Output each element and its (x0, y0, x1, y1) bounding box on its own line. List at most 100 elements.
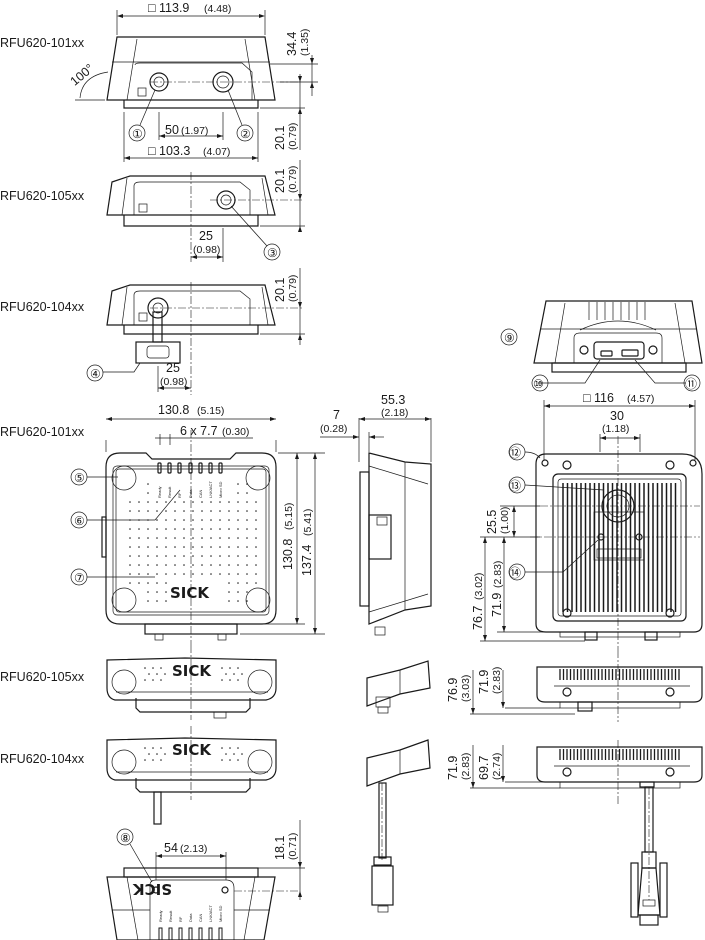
dot (210, 546, 212, 548)
dim-r105-719: 71.9 (477, 670, 491, 694)
dim-back-719-in: (2.83) (492, 561, 504, 588)
dot (237, 679, 239, 681)
callout-4: ④ (90, 367, 101, 381)
dot (165, 537, 167, 539)
led-label-bottom-rf: RF (178, 916, 183, 922)
dot (129, 564, 131, 566)
dim-conn-spacing-in: (1.97) (181, 125, 208, 137)
dot (192, 555, 194, 557)
dim-back-25-in: (1.00) (499, 507, 511, 534)
dot (147, 591, 149, 593)
led-label-bottom-ready: Ready (158, 910, 163, 922)
dot-pattern-104 (144, 747, 243, 761)
dot (138, 564, 140, 566)
dot (219, 501, 221, 503)
dot (237, 510, 239, 512)
dot (221, 667, 223, 669)
dot (221, 759, 223, 761)
dot (201, 573, 203, 575)
view-bottom: ⑧ 54 (2.13) SICK Ready Result RF Data CA… (106, 820, 305, 940)
dot (164, 673, 166, 675)
dot (255, 537, 257, 539)
dot (160, 759, 162, 761)
dot (201, 555, 203, 557)
dot (201, 501, 203, 503)
dot (156, 582, 158, 584)
dim-top-width-in: (4.48) (204, 3, 231, 15)
dot (246, 483, 248, 485)
dim-r104-719: 71.9 (446, 756, 460, 780)
dim-conn-spacing: 50 (165, 123, 179, 137)
led-label-bottom-can: CAN (198, 913, 203, 922)
dot (174, 564, 176, 566)
dot (219, 573, 221, 575)
dot (229, 747, 231, 749)
model-label-101: RFU620-101xx (0, 36, 85, 50)
dot (228, 573, 230, 575)
dot (174, 546, 176, 548)
dot (138, 510, 140, 512)
dot (129, 582, 131, 584)
dot (221, 747, 223, 749)
dot (129, 555, 131, 557)
dot (210, 501, 212, 503)
dot (255, 501, 257, 503)
dot (255, 564, 257, 566)
dim-side-7-in: (0.28) (320, 423, 347, 435)
dot (228, 591, 230, 593)
dot (165, 528, 167, 530)
dot (210, 528, 212, 530)
dot (147, 528, 149, 530)
view-side-small (366, 660, 431, 913)
dot (129, 501, 131, 503)
dot (192, 519, 194, 521)
dot (255, 555, 257, 557)
dot (148, 673, 150, 675)
dim-angle: 100° (68, 61, 97, 88)
dot (219, 510, 221, 512)
callout-6: ⑥ (74, 514, 85, 528)
dim-back-square-in: (4.57) (627, 393, 654, 405)
dot (210, 537, 212, 539)
dot (165, 564, 167, 566)
dim-base-width-in: (4.07) (203, 146, 230, 158)
led-label-micro-sd: Micro SD (218, 481, 223, 498)
dot (192, 501, 194, 503)
dot (156, 753, 158, 755)
callout-14: ⑭ (509, 566, 521, 580)
led-label-rf: RF (177, 492, 182, 498)
model-label-104-bottom: RFU620-104xx (0, 752, 85, 766)
dot (228, 564, 230, 566)
dot (144, 747, 146, 749)
callout-13: ⑬ (509, 479, 521, 493)
led-label-ready: Ready (157, 486, 162, 498)
dim-front-h2: 137.4 (300, 545, 314, 576)
dot (219, 537, 221, 539)
dot (165, 510, 167, 512)
dot (152, 679, 154, 681)
dim-off25-a: 25 (199, 229, 213, 243)
dim-h20-b-in: (0.79) (287, 166, 299, 193)
dot (201, 528, 203, 530)
dot (192, 546, 194, 548)
dot (165, 591, 167, 593)
led (158, 927, 163, 940)
view-back-top: ⑨ ⑩ ⑪ (500, 300, 703, 392)
dot (148, 753, 150, 755)
model-label-104-top: RFU620-104xx (0, 300, 85, 314)
dot (129, 537, 131, 539)
dim-back-30-in: (1.18) (602, 423, 629, 435)
dot (156, 501, 158, 503)
dot (237, 537, 239, 539)
dot (160, 747, 162, 749)
dim-base-width: □ 103.3 (148, 144, 190, 158)
dot (229, 679, 231, 681)
dim-back-719: 71.9 (490, 593, 504, 617)
dim-side-depth-in: (2.18) (381, 407, 408, 419)
dot (165, 555, 167, 557)
dot (192, 564, 194, 566)
dot (152, 667, 154, 669)
led-label-result: Result (167, 486, 172, 498)
dot (183, 510, 185, 512)
dot (228, 600, 230, 602)
